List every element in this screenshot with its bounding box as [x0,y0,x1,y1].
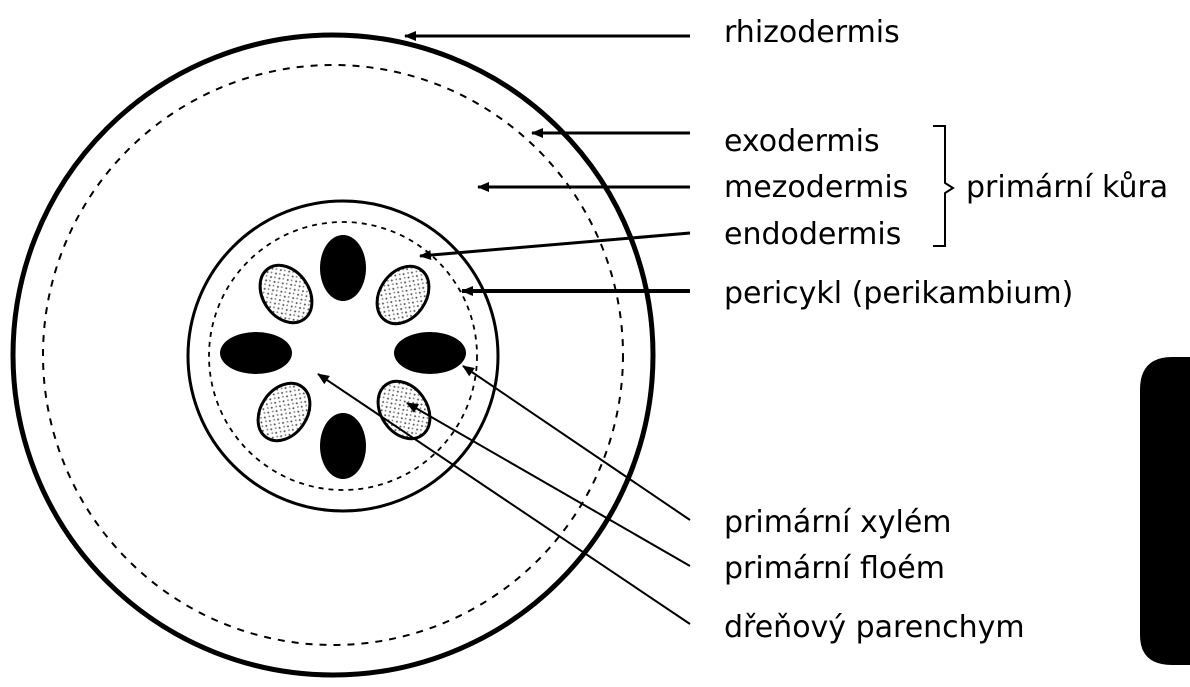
xylem-strand-left [220,332,292,374]
primary-cortex-bracket [933,126,953,246]
phloem-strand-top-left [249,255,322,332]
label-exodermis: exodermis [724,124,880,159]
label-endodermis: endodermis [724,217,901,252]
label-primary-cortex: primární kůra [966,170,1168,205]
label-mezodermis: mezodermis [724,170,908,205]
phloem-strand-bottom-right [367,371,440,448]
xylem-group [220,235,466,479]
phloem-strand-top-right [366,256,439,333]
label-rhizodermis: rhizodermis [724,15,900,50]
leader-lines [318,36,690,624]
arrow-parenchym [318,374,690,624]
xylem-strand-bottom [320,413,366,479]
rhizodermis-circle [13,35,653,675]
phloem-strand-bottom-left [247,373,320,450]
label-xylem: primární xylém [724,505,952,540]
arrow-xylem [463,366,690,520]
label-floem: primární floém [724,551,945,586]
arrow-endodermis [420,233,690,256]
label-pericykl: pericykl (perikambium) [724,276,1073,311]
arrow-floem [407,403,690,566]
xylem-strand-right [394,332,466,374]
edge-black-bar [1140,357,1190,665]
xylem-strand-top [320,235,366,301]
exodermis-dashed-circle [43,65,623,645]
label-parenchym: dřeňový parenchym [724,610,1025,645]
